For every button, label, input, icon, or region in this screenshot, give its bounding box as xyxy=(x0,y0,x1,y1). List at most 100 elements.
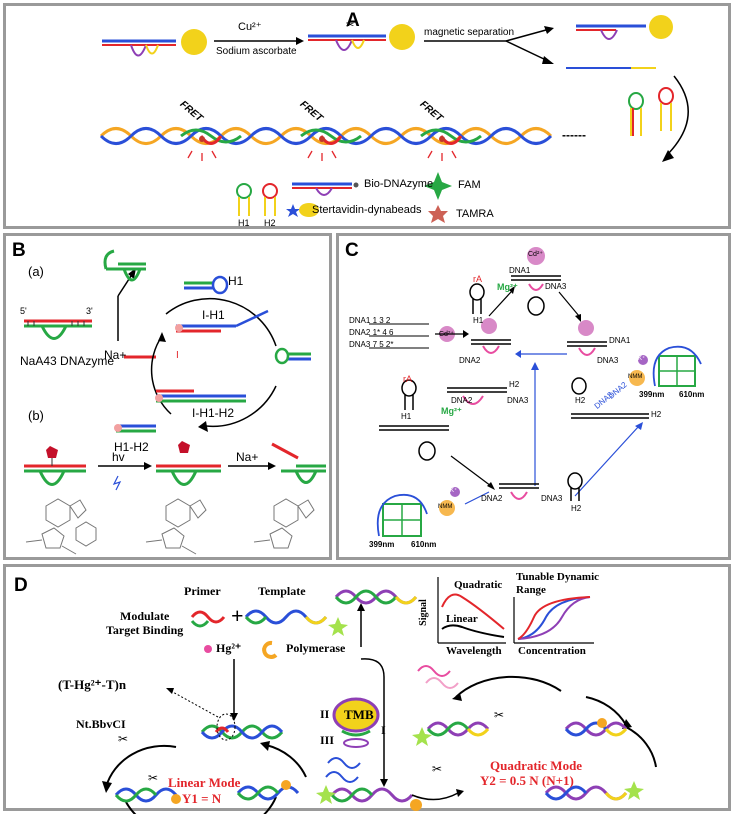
dna3-label-top: DNA3 xyxy=(545,282,567,291)
label-na-plus-b: Na+ xyxy=(236,450,259,464)
complex-i-h1-h2 xyxy=(155,389,246,403)
cleaved-dnazyme-b xyxy=(271,442,326,484)
panel-c: C xyxy=(336,233,731,560)
sub-a-label: (a) xyxy=(28,264,44,279)
complex-h1-h2 xyxy=(114,424,156,433)
duplex-bottom xyxy=(316,785,414,804)
cd-complex-right xyxy=(567,320,607,356)
scissors-icon-d: ✂ xyxy=(118,732,128,746)
legend-h2-label: H2 xyxy=(264,218,276,228)
label-y1: Y1 = N xyxy=(182,791,222,806)
nm610-right: 610nm xyxy=(679,390,705,399)
arrow1-top-label: Cu²⁺ xyxy=(238,21,262,33)
dna3-label-mid: DNA3 xyxy=(597,356,619,365)
label-dnazyme: NaA43 DNAzyme xyxy=(20,354,115,368)
nmm-dot-right xyxy=(629,370,645,386)
legend-h1-label: H1 xyxy=(238,218,250,228)
legend-bio-label: Bio-DNAzyme xyxy=(364,178,434,190)
bottom-complex xyxy=(499,472,583,501)
dna1-label-top: DNA1 xyxy=(509,266,531,275)
plot1-linear: Linear xyxy=(446,613,478,625)
plot2-title1: Tunable Dynamic xyxy=(516,571,600,583)
template-strand xyxy=(244,609,328,625)
label-three-prime: 3' xyxy=(86,306,93,316)
label-nt-bbvci: Nt.BbvCI xyxy=(76,717,126,731)
dna1-label-mid: DNA1 xyxy=(609,336,631,345)
dnazyme-complex xyxy=(24,319,92,340)
dna3-row: DNA3 7 5 2* xyxy=(349,340,394,349)
legend-fam-label: FAM xyxy=(458,179,481,191)
uncaged-dnazyme xyxy=(156,441,221,486)
top-product-strand xyxy=(328,589,418,636)
legend-beads-label: Stertavidin-dynabeads xyxy=(312,204,422,216)
polymerase-bottom xyxy=(410,799,422,811)
cd-label-top: Cd²⁺ xyxy=(528,251,543,258)
dna2-label-mid: DNA2 xyxy=(459,356,481,365)
caged-dnazyme xyxy=(24,446,86,486)
plot1-ylabel: Signal xyxy=(417,599,429,626)
dnazyme-bead-product xyxy=(576,15,673,40)
label-roman-1: I xyxy=(381,723,386,737)
label-na-plus: Na+ xyxy=(104,348,127,362)
nm610-bot: 610nm xyxy=(411,540,437,549)
duplex-q-right xyxy=(564,718,628,737)
hairpin-h1 xyxy=(184,275,229,295)
label-i-h1-h2: I-H1-H2 xyxy=(192,406,235,420)
arrow-curved xyxy=(665,75,689,157)
scissors-icon: ✂ xyxy=(346,20,354,31)
panel-d-graphics: + xyxy=(102,577,657,814)
dna3-label-mid2: DNA3 xyxy=(507,396,529,405)
dna3-label-bot: DNA3 xyxy=(541,494,563,503)
mg-label-mid: Mg²⁺ xyxy=(441,406,462,416)
dna2-row: DNA2 1* 4 6 xyxy=(349,328,394,337)
fam-star-icon xyxy=(424,172,452,200)
middle-complex xyxy=(401,379,507,410)
top-complex xyxy=(511,247,561,316)
g-quadruplex-right xyxy=(652,345,702,387)
k-label-bot: K⁺ xyxy=(450,488,458,494)
tmb-complex xyxy=(332,697,380,748)
g-quadruplex-bottom xyxy=(376,493,428,537)
h2-label-right2: H2 xyxy=(651,410,662,419)
duplex-right xyxy=(236,780,300,801)
plot2-title2: Range xyxy=(516,584,546,596)
dnazyme-bead-cleaved: ✂ xyxy=(308,20,415,51)
h1-label-top: H1 xyxy=(473,316,484,325)
hg-ion-icon xyxy=(204,645,212,653)
dna2-label-mid2: DNA2 xyxy=(451,396,473,405)
panel-a-label: A xyxy=(346,10,360,31)
panel-c-label: C xyxy=(345,240,359,261)
dnazyme-cleaved-top xyxy=(103,249,146,282)
panel-b-label: B xyxy=(12,240,26,261)
cd-complex-left xyxy=(471,318,511,354)
arrow1-bottom-label: Sodium ascorbate xyxy=(216,46,297,57)
curve-linear xyxy=(441,624,505,638)
tamra-star-icon xyxy=(428,205,448,223)
label-hg: Hg²⁺ xyxy=(216,641,242,655)
scissors-icon-q2: ✂ xyxy=(432,762,442,776)
h2-label-bot: H2 xyxy=(571,504,582,513)
nm399-right: 399nm xyxy=(639,390,665,399)
label-tmb: TMB xyxy=(344,707,374,722)
label-roman-3: III xyxy=(320,733,335,747)
nmm-dot-bottom xyxy=(439,500,455,516)
panel-b: B (a) (b) xyxy=(3,233,332,560)
svg-text:+: + xyxy=(231,603,244,628)
duplex-q-bottom xyxy=(544,781,644,801)
panel-d-label: D xyxy=(14,575,28,596)
scissors-icon-d2: ✂ xyxy=(148,771,158,785)
label-roman-2: II xyxy=(320,707,330,721)
hairpin-h1-top xyxy=(469,283,485,314)
legend-beads xyxy=(286,203,319,217)
panel-c-graphics xyxy=(369,247,702,537)
legend-tamra-label: TAMRA xyxy=(456,208,494,220)
hairpins-right xyxy=(628,87,674,136)
label-polymerase: Polymerase xyxy=(286,641,346,655)
primer-strand xyxy=(190,610,226,628)
label-i: I xyxy=(176,350,179,361)
plot2-xlabel: Concentration xyxy=(518,645,586,657)
label-y2: Y2 = 0.5 N (N+1) xyxy=(480,773,574,788)
label-five-prime: 5' xyxy=(20,306,27,316)
arrow2-label: magnetic separation xyxy=(424,27,515,38)
dna-rows xyxy=(369,323,429,349)
